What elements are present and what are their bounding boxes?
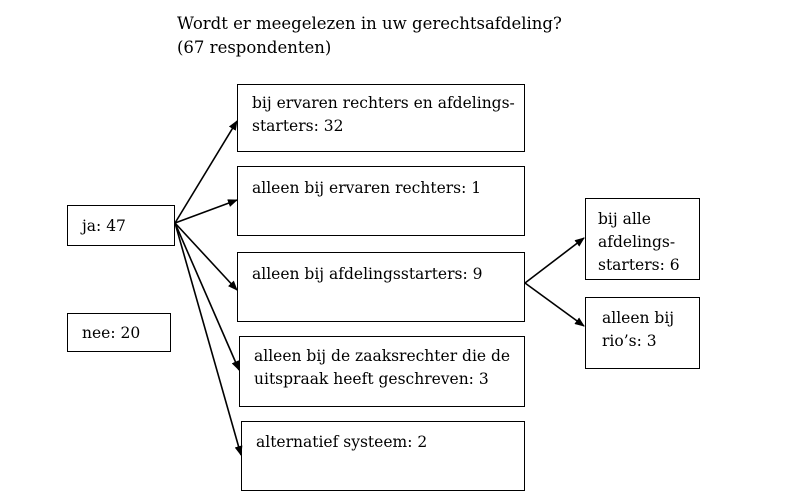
- box-ja-label: ja: 47: [82, 217, 126, 235]
- title-respondents: (67 respondenten): [177, 38, 332, 57]
- box-rios: alleen bij rio’s: 3: [585, 297, 700, 369]
- box-nee-label: nee: 20: [82, 324, 141, 342]
- arrow-ja-to-alternatief: [174, 222, 243, 456]
- box-zaaksrechter: alleen bij de zaaksrechter die de uitspr…: [239, 336, 525, 407]
- box-alternatief: alternatief systeem: 2: [241, 421, 525, 491]
- box-alleen-ervaren-label: alleen bij ervaren rechters: 1: [252, 179, 482, 197]
- box-zaaksrechter-label: alleen bij de zaaksrechter die de uitspr…: [254, 347, 511, 388]
- arrow-ja-to-alleen-ervaren: [174, 199, 238, 224]
- diagram-title: Wordt er meegelezen in uw gerechtsafdeli…: [177, 12, 562, 60]
- box-rios-label: alleen bij rio’s: 3: [602, 309, 675, 350]
- box-alle-starters-label: bij alle afdelings- starters: 6: [598, 210, 680, 274]
- box-ja: ja: 47: [67, 205, 175, 246]
- arrow-ja-to-alleen-starters: [174, 222, 238, 291]
- arrow-ja-to-zaaksrechter: [174, 222, 240, 371]
- box-ervaren-en-starters-label: bij ervaren rechters en afdelings- start…: [252, 94, 515, 135]
- arrow-starters-to-alle-starters: [524, 237, 585, 284]
- box-alle-starters: bij alle afdelings- starters: 6: [585, 198, 700, 280]
- box-nee: nee: 20: [67, 313, 171, 352]
- arrow-starters-to-rios: [524, 282, 585, 327]
- box-alleen-starters: alleen bij afdelingsstarters: 9: [237, 252, 525, 322]
- arrow-ja-to-ervaren-en-starters: [174, 120, 238, 224]
- box-alleen-starters-label: alleen bij afdelingsstarters: 9: [252, 265, 483, 283]
- box-ervaren-en-starters: bij ervaren rechters en afdelings- start…: [237, 84, 525, 152]
- title-question: Wordt er meegelezen in uw gerechtsafdeli…: [177, 14, 562, 33]
- box-alternatief-label: alternatief systeem: 2: [256, 433, 428, 451]
